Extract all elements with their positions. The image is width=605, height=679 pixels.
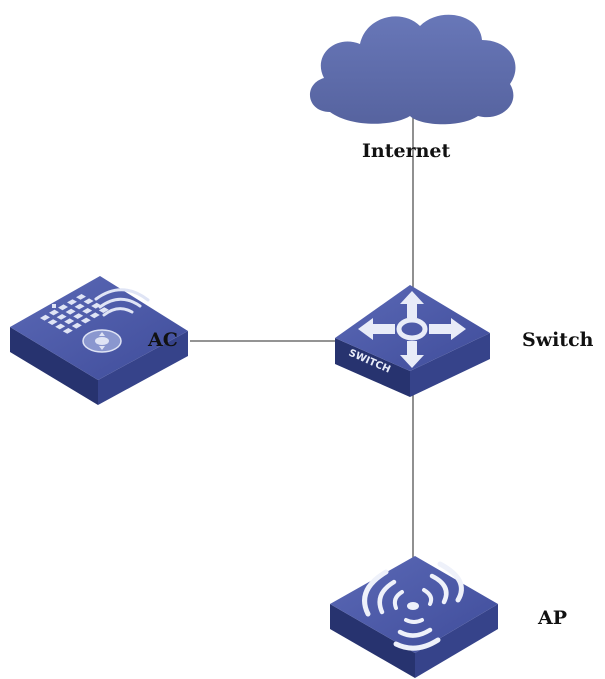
switch-right-face [410, 333, 490, 397]
ac-key [74, 303, 85, 310]
switch-icon: SWITCH [335, 285, 490, 397]
ac-key [83, 298, 94, 305]
ac-keypad-icon [52, 304, 56, 308]
ac-key [47, 319, 58, 325]
ac-key [55, 323, 66, 330]
access-controller-icon [10, 276, 188, 405]
switch-top-face [335, 285, 490, 371]
ap-left-face [330, 604, 415, 678]
switch-left-face [335, 338, 410, 397]
ac-key [91, 302, 102, 309]
ap-label: AP [538, 607, 568, 629]
ac-key [40, 314, 50, 321]
ac-key [62, 328, 73, 334]
wireless-access-point-icon [330, 556, 498, 678]
ac-key [49, 309, 59, 316]
ac-key [56, 314, 67, 320]
internet-label: Internet [362, 140, 451, 162]
ac-key [89, 312, 100, 319]
ac-key [76, 294, 86, 300]
ac-key [58, 304, 68, 311]
ac-key [73, 313, 84, 319]
ac-key [67, 299, 77, 305]
ac-signal-arcs [94, 288, 150, 317]
ac-label: AC [148, 329, 178, 351]
connection-links [190, 100, 414, 562]
ap-right-face [415, 604, 498, 678]
ac-key [64, 318, 75, 325]
ac-key [98, 307, 109, 313]
ac-key [71, 322, 82, 329]
ac-dial [82, 329, 122, 353]
ac-keypad-keys [40, 294, 109, 334]
ac-key [82, 308, 93, 314]
ac-key [80, 317, 91, 324]
ac-right-face [98, 331, 188, 405]
ac-key [65, 308, 76, 315]
cloud-icon [309, 14, 516, 125]
switch-label: Switch [522, 329, 594, 351]
switch-arrows-icon [358, 291, 466, 368]
ac-left-face [10, 327, 98, 405]
ap-signal-icon [362, 561, 464, 651]
ac-top-face [10, 276, 188, 380]
